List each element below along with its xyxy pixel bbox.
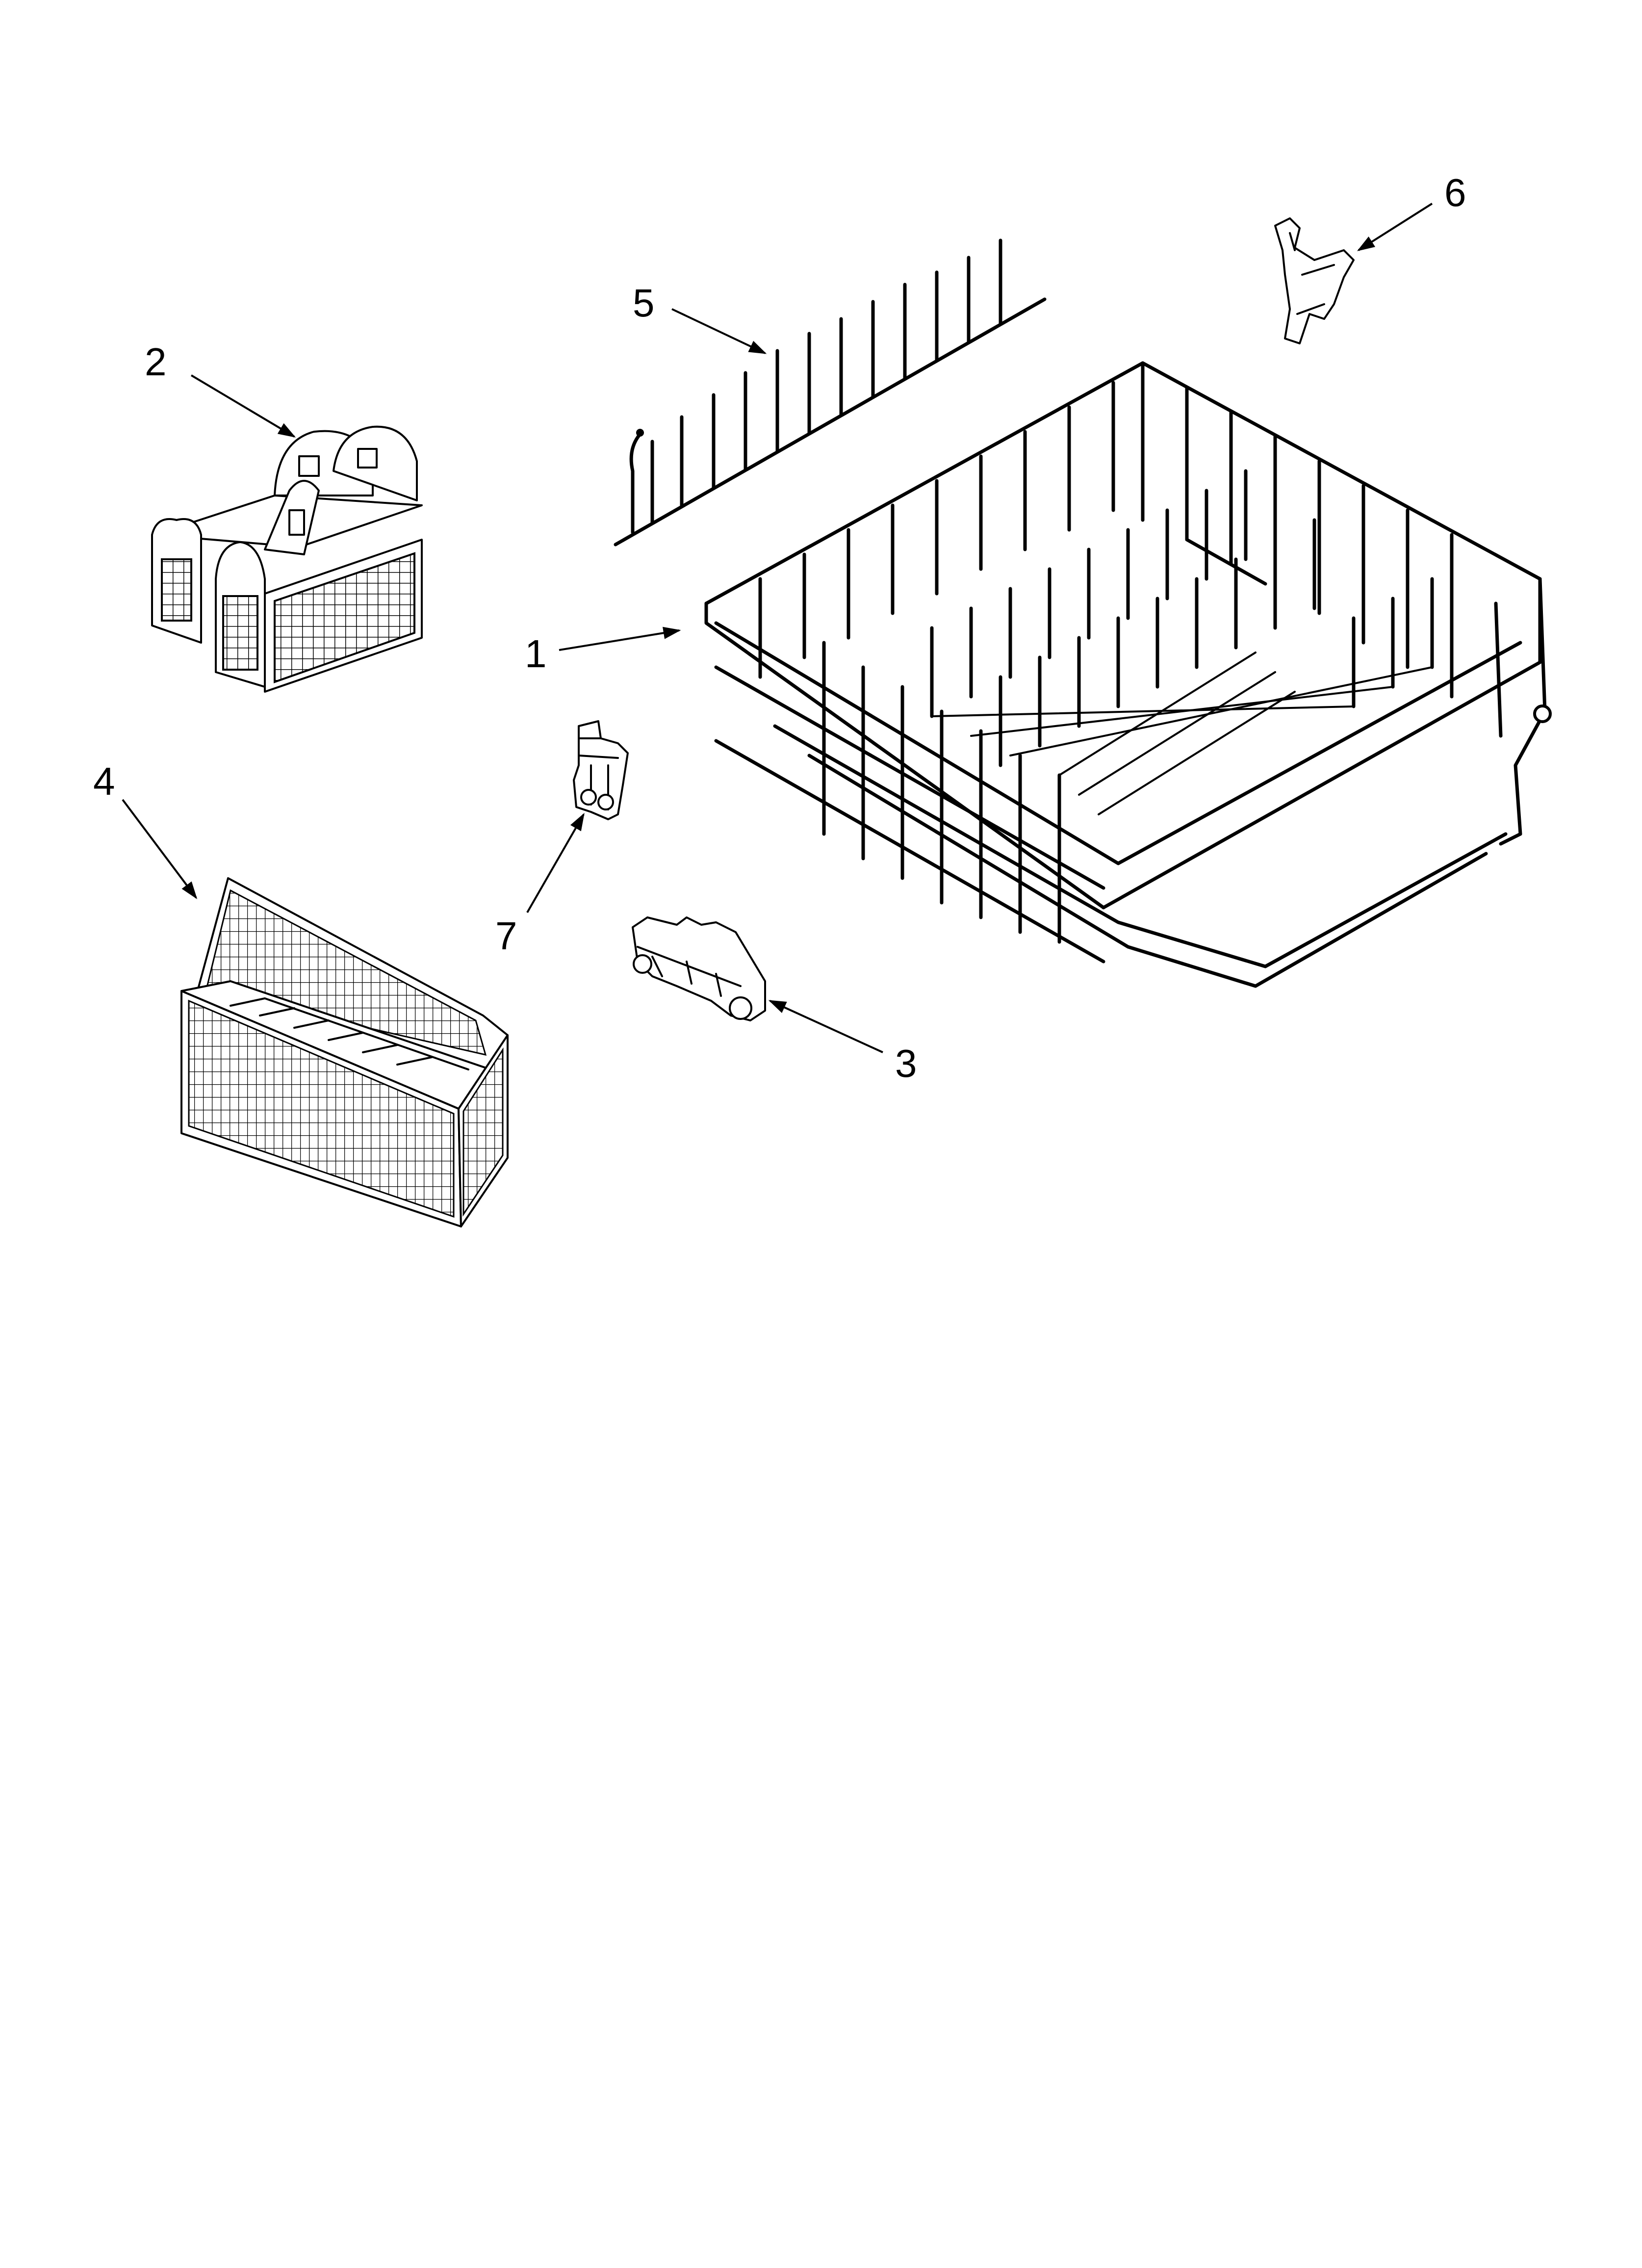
callout-6-label: 6 bbox=[1444, 171, 1466, 214]
callout-1: 1 bbox=[525, 626, 681, 676]
tine-row-part bbox=[614, 238, 1047, 547]
callout-5: 5 bbox=[633, 281, 767, 354]
silverware-basket-part bbox=[151, 425, 423, 693]
callout-2-label: 2 bbox=[145, 340, 167, 384]
callout-7: 7 bbox=[495, 812, 585, 958]
callout-4-label: 4 bbox=[93, 759, 115, 803]
callout-4: 4 bbox=[93, 759, 198, 899]
long-basket-part bbox=[180, 877, 509, 1227]
rack-roller-part bbox=[632, 916, 766, 1021]
callout-2: 2 bbox=[145, 340, 296, 438]
callout-1-label: 1 bbox=[525, 632, 547, 676]
callout-3-label: 3 bbox=[895, 1042, 917, 1085]
callout-7-label: 7 bbox=[495, 914, 517, 958]
lower-dishrack-part bbox=[704, 361, 1552, 988]
clip-part-7 bbox=[573, 720, 629, 820]
bracket-part-6 bbox=[1274, 217, 1355, 344]
callout-6: 6 bbox=[1357, 171, 1466, 251]
callout-3: 3 bbox=[768, 1000, 917, 1085]
callout-5-label: 5 bbox=[633, 281, 655, 325]
